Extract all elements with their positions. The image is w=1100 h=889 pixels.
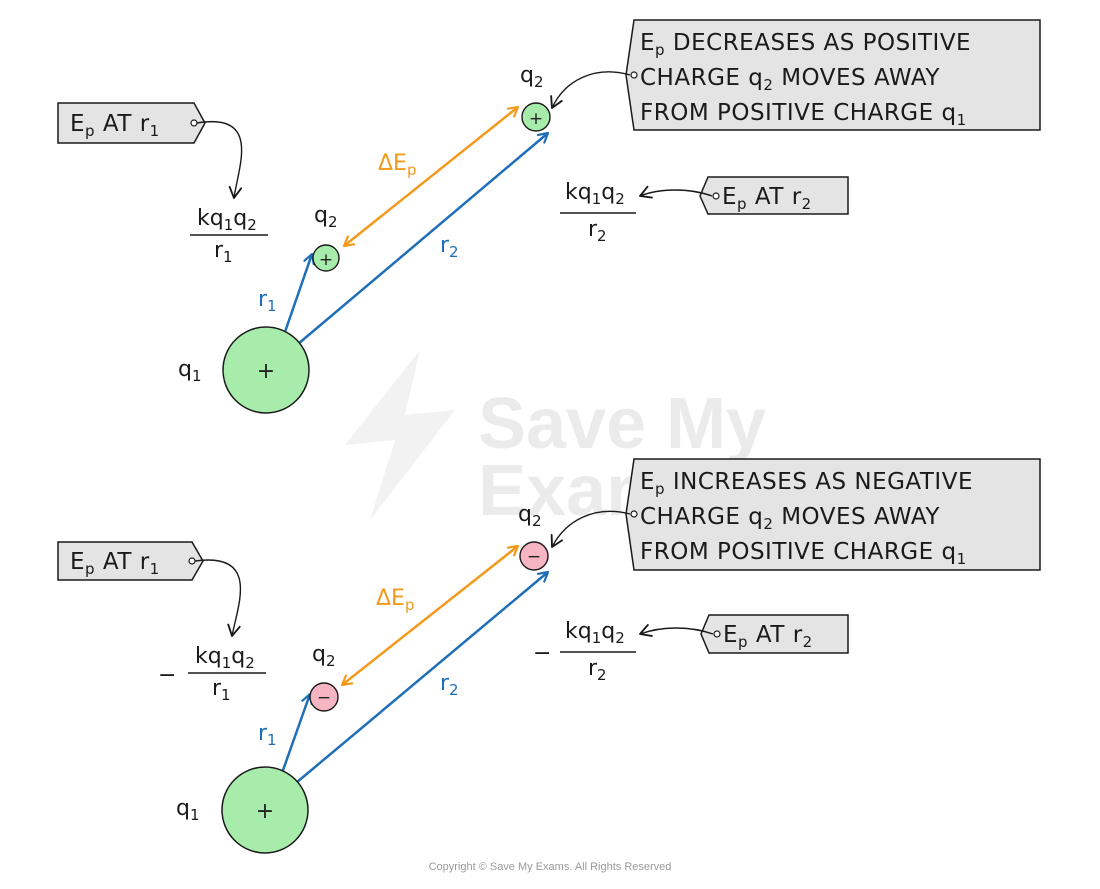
top-note-pointer xyxy=(550,71,631,109)
top-tag-r2-pointer xyxy=(639,185,713,199)
top-source-charge: + xyxy=(222,326,310,414)
copyright-text: Copyright © Save My Exams. All Rights Re… xyxy=(429,861,672,873)
bottom-scenario: Ep AT r1 − kq1q2 r1 Ep AT r2 − kq1q2 r2 xyxy=(57,458,1041,854)
top-far-charge-label: q2 xyxy=(520,63,544,91)
bottom-far-charge-label: q2 xyxy=(518,502,542,530)
svg-text:Ep AT r1: Ep AT r1 xyxy=(70,549,160,578)
bottom-note-box: Ep INCREASES AS NEGATIVE CHARGE q2 MOVES… xyxy=(625,458,1041,571)
svg-text:CHARGE q2 MOVES AWAY: CHARGE q2 MOVES AWAY xyxy=(640,65,940,94)
bottom-delta-ep-arrow xyxy=(342,546,518,685)
bottom-tag-ep-r1: Ep AT r1 xyxy=(57,541,204,581)
svg-text:r1: r1 xyxy=(212,676,231,704)
bottom-near-charge: − xyxy=(309,682,339,712)
bottom-tag-ep-r2: Ep AT r2 xyxy=(700,614,849,654)
top-formula-r2: kq1q2 r2 xyxy=(560,180,636,245)
bottom-tag-r2-pointer xyxy=(639,623,714,637)
top-r2-label: r2 xyxy=(440,233,459,261)
top-delta-ep-arrow xyxy=(344,107,518,246)
svg-text:−: − xyxy=(317,688,331,708)
svg-text:Ep AT r2: Ep AT r2 xyxy=(722,184,812,213)
top-note-box: Ep DECREASES AS POSITIVE CHARGE q2 MOVES… xyxy=(625,19,1041,131)
bottom-r1-label: r1 xyxy=(258,721,277,749)
bottom-note-pointer xyxy=(550,510,631,548)
top-tag-ep-r1: Ep AT r1 xyxy=(57,102,206,144)
bottom-formula-r1: − kq1q2 r1 xyxy=(158,644,266,704)
svg-text:CHARGE q2 MOVES AWAY: CHARGE q2 MOVES AWAY xyxy=(640,504,940,533)
top-near-charge: + xyxy=(312,244,340,272)
svg-text:−: − xyxy=(533,641,551,666)
svg-text:+: + xyxy=(256,799,274,824)
svg-text:Ep AT r2: Ep AT r2 xyxy=(723,622,813,651)
svg-text:+: + xyxy=(529,109,543,129)
svg-text:Ep AT r1: Ep AT r1 xyxy=(70,111,160,140)
svg-text:r2: r2 xyxy=(588,656,607,684)
svg-text:Ep INCREASES AS NEGATIVE: Ep INCREASES AS NEGATIVE xyxy=(640,469,973,498)
bottom-far-charge: − xyxy=(519,541,549,571)
top-source-charge-label: q1 xyxy=(178,357,202,385)
bottom-tag-r1-pointer xyxy=(194,559,242,637)
bottom-delta-ep-label: ΔEp xyxy=(376,586,414,614)
bottom-near-charge-label: q2 xyxy=(312,642,336,670)
svg-text:kq1q2: kq1q2 xyxy=(195,644,255,672)
svg-text:r1: r1 xyxy=(214,238,233,266)
svg-text:r2: r2 xyxy=(588,217,607,245)
svg-text:FROM POSITIVE CHARGE q1: FROM POSITIVE CHARGE q1 xyxy=(640,539,967,568)
top-scenario: Ep AT r1 kq1q2 r1 Ep AT r2 kq1q2 r2 Ep D… xyxy=(57,19,1041,414)
top-near-charge-label: q2 xyxy=(314,203,338,231)
top-delta-ep-label: ΔEp xyxy=(378,151,416,179)
bottom-source-charge: + xyxy=(221,766,309,854)
svg-text:−: − xyxy=(158,663,176,688)
svg-text:−: − xyxy=(527,547,541,567)
bottom-formula-r2: − kq1q2 r2 xyxy=(533,619,636,684)
watermark-bolt-icon xyxy=(345,350,455,520)
svg-text:+: + xyxy=(319,250,333,270)
top-far-charge: + xyxy=(521,102,551,132)
watermark-line1: Save My xyxy=(478,384,766,464)
svg-text:+: + xyxy=(257,359,275,384)
bottom-r2-label: r2 xyxy=(440,671,459,699)
svg-text:kq1q2: kq1q2 xyxy=(197,206,257,234)
top-r1-label: r1 xyxy=(258,287,277,315)
svg-text:FROM POSITIVE CHARGE q1: FROM POSITIVE CHARGE q1 xyxy=(640,100,967,129)
top-formula-r1: kq1q2 r1 xyxy=(190,206,268,266)
top-tag-r1-pointer xyxy=(196,120,243,199)
top-tag-ep-r2: Ep AT r2 xyxy=(699,176,849,215)
svg-text:kq1q2: kq1q2 xyxy=(565,180,625,208)
svg-text:Ep DECREASES AS POSITIVE: Ep DECREASES AS POSITIVE xyxy=(640,30,971,59)
svg-text:kq1q2: kq1q2 xyxy=(565,619,625,647)
bottom-source-charge-label: q1 xyxy=(176,796,200,824)
top-r2-arrow xyxy=(284,133,548,356)
